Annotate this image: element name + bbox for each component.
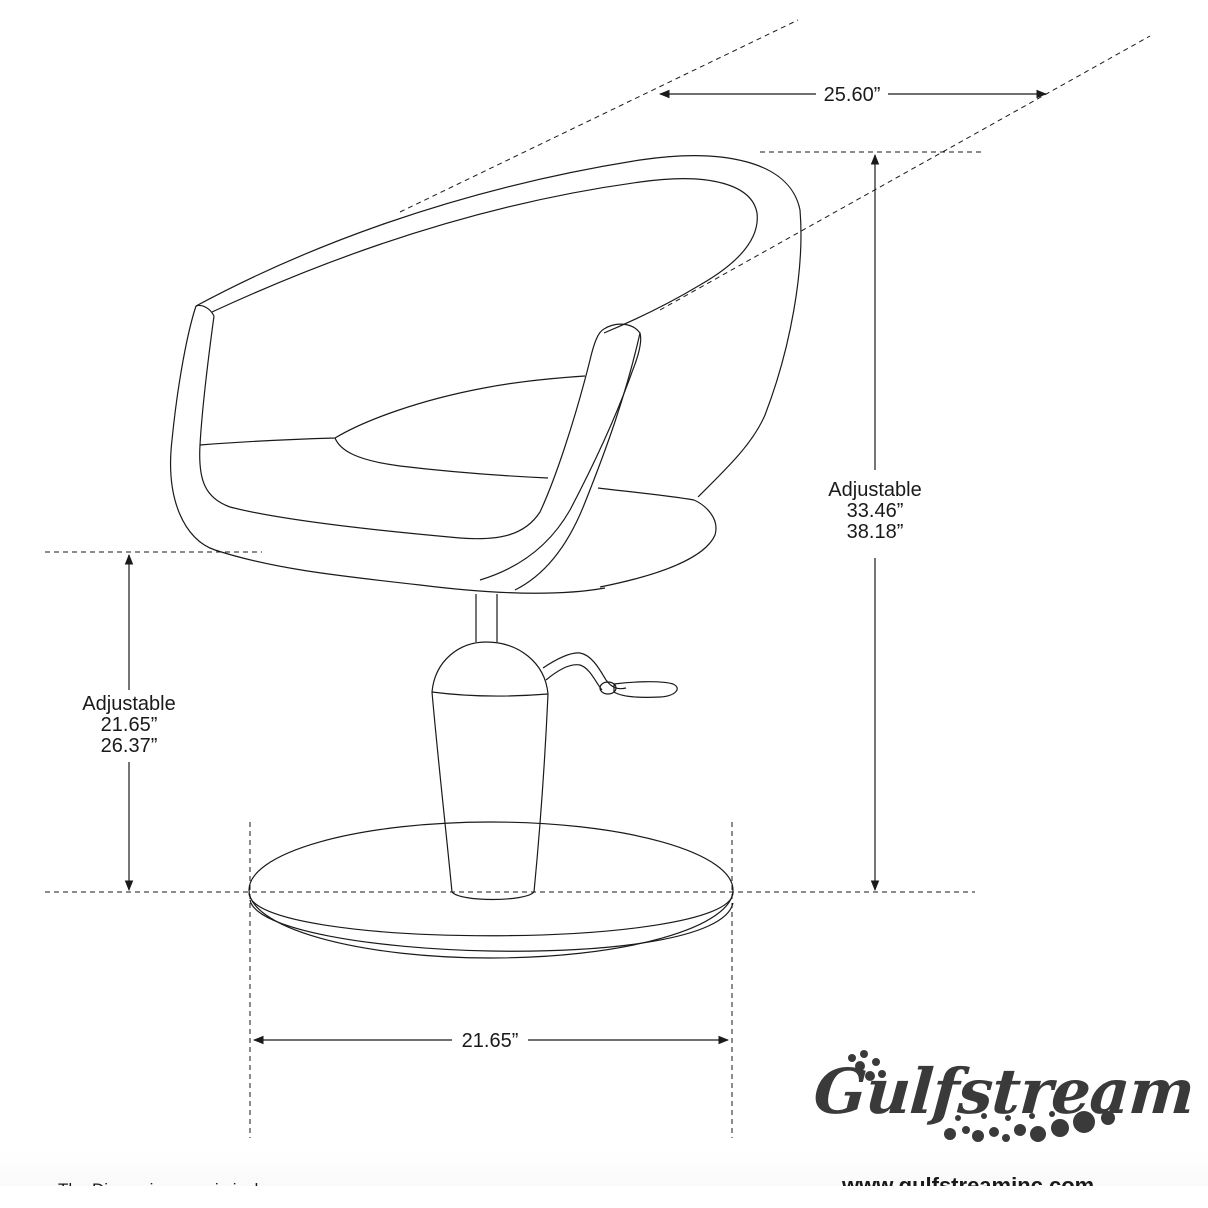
logo-wordmark: Gulfstream	[811, 1055, 1197, 1128]
overall-height-label: Adjustable 33.46” 38.18”	[822, 480, 928, 543]
label-backing	[457, 1029, 523, 1053]
logo-bubbles-icon	[848, 1050, 1115, 1142]
extension-lines	[45, 19, 1151, 1138]
dimensions-note: The Dimensions are in inches	[58, 1178, 282, 1186]
gulfstream-logo: Gulfstream	[808, 1048, 1196, 1148]
dimension-width: 25.60”	[658, 83, 1048, 107]
salon-chair	[170, 155, 802, 959]
seat-height-label: Adjustable 21.65” 26.37”	[76, 694, 182, 757]
width-dimension-label: 25.60”	[824, 84, 881, 106]
website-link[interactable]: www.gulfstreaminc.com	[842, 1173, 1095, 1186]
base-diameter-label: 21.65”	[462, 1030, 519, 1052]
dimension-base-diameter: 21.65”	[252, 1029, 730, 1053]
overall-height-max: 38.18”	[846, 521, 904, 543]
label-backing	[819, 83, 885, 107]
overall-height-adjustable: Adjustable	[828, 479, 922, 501]
seat-height-min: 21.65”	[100, 714, 158, 736]
overall-height-min: 33.46”	[846, 500, 904, 522]
seat-height-adjustable: Adjustable	[82, 693, 176, 715]
bottom-strip	[0, 1186, 1208, 1208]
seat-height-max: 26.37”	[100, 735, 158, 757]
